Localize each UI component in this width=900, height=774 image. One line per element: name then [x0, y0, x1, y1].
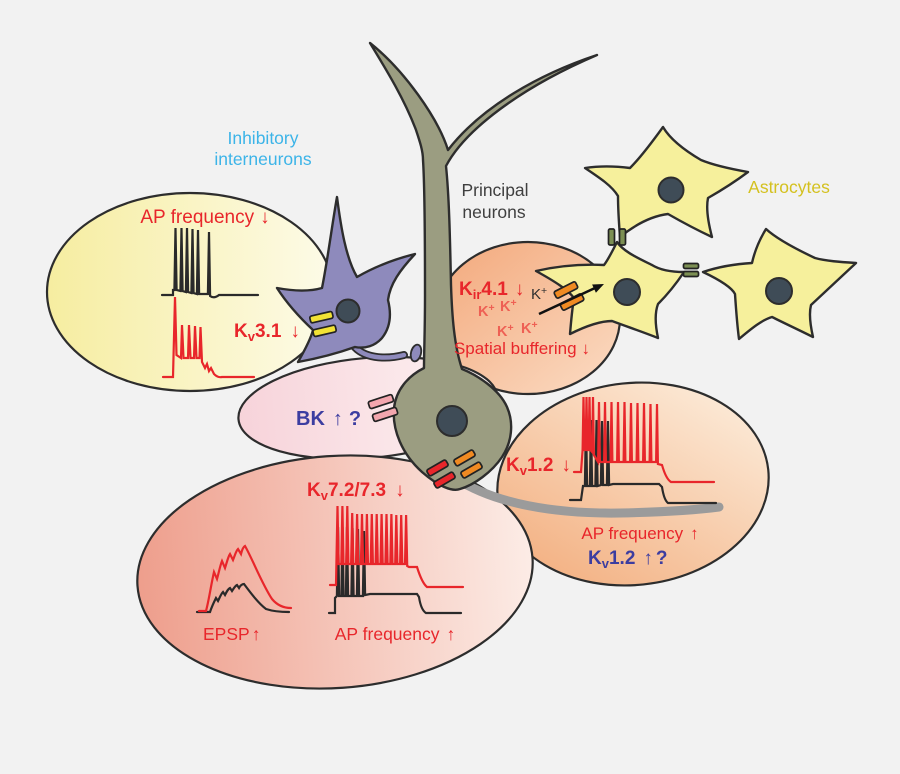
trace-black — [160, 227, 260, 299]
label-ap-frequency-up-soma: AP frequency↑ — [335, 624, 456, 644]
label-ap-frequency-up-axon: AP frequency↑ — [581, 524, 698, 543]
principal-axon — [450, 473, 724, 518]
gap-junction-vertical — [607, 228, 627, 246]
up-arrow-icon: ↑ — [643, 548, 653, 569]
kv31-channel-icon — [308, 310, 338, 338]
label-kir41: Kir4.1↓ — [459, 279, 524, 302]
kv12-channel-icon — [453, 449, 483, 479]
trace-group-axon — [568, 396, 718, 505]
trace-ap-red — [328, 505, 465, 589]
trace-group-soma — [195, 505, 465, 615]
down-arrow-icon: ↓ — [260, 207, 270, 228]
label-k-plus: K+ — [478, 302, 495, 320]
label-kv31: Kv3.1↓ — [234, 321, 300, 344]
down-arrow-icon: ↓ — [561, 455, 571, 476]
label-inhibitory-interneurons-line2: interneurons — [214, 149, 312, 169]
label-spatial-buffering: Spatial buffering↓ — [454, 339, 590, 358]
label-ap-frequency-down: AP frequency↓ — [140, 207, 269, 228]
trace-black — [568, 419, 718, 505]
label-kv12-down: Kv1.2↓ — [506, 455, 571, 478]
gap-junction-horizontal — [682, 262, 700, 278]
astrocyte-middle-nucleus — [613, 278, 641, 306]
label-bk: BK↑? — [296, 408, 361, 430]
label-inhibitory-interneurons-line1: Inhibitory — [227, 128, 298, 148]
principal-neuron-nucleus — [436, 405, 468, 437]
astrocyte-network — [534, 125, 858, 341]
kir41-channel-icon — [553, 281, 585, 311]
label-kv7: Kv7.2/7.3↓ — [307, 480, 405, 503]
astrocyte-top-nucleus — [657, 176, 685, 204]
trace-group-interneuron — [160, 227, 260, 379]
ellipse-kv7-effects — [136, 454, 534, 690]
trace-red — [572, 396, 716, 484]
label-k-plus: K+ — [500, 297, 517, 315]
k-uptake-arrow — [538, 286, 596, 316]
trace-ap-black — [327, 526, 463, 615]
kv7-channel-icon — [426, 459, 456, 489]
trace-epsp-red — [197, 544, 293, 613]
down-arrow-icon: ↓ — [515, 279, 525, 300]
label-k-plus: K+ — [497, 322, 514, 340]
kir41-channel-group — [538, 281, 604, 316]
label-principal-neurons-line1: Principal — [461, 180, 528, 200]
k-plus-cluster: K+ K+ K+ K+ — [478, 297, 538, 340]
up-arrow-icon: ↑ — [252, 624, 261, 644]
label-epsp: EPSP↑ — [203, 624, 260, 644]
down-arrow-icon: ↓ — [290, 321, 300, 342]
astrocyte-right-nucleus — [765, 277, 793, 305]
trace-epsp-black — [195, 582, 291, 614]
astrocyte-middle — [534, 240, 686, 340]
label-k-plus: K+ — [521, 319, 538, 337]
k-uptake-arrowhead — [592, 284, 604, 293]
trace-red — [161, 296, 256, 379]
bk-channel-icon — [367, 393, 399, 423]
label-k-ion: K+ — [531, 285, 547, 303]
synaptic-bouton — [409, 343, 423, 363]
label-astrocytes: Astrocytes — [748, 177, 830, 197]
label-principal-neurons-line2: neurons — [462, 202, 525, 222]
down-arrow-icon: ↓ — [395, 480, 405, 501]
label-kv12-up: Kv1.2↑? — [588, 548, 668, 571]
up-arrow-icon: ↑ — [447, 624, 456, 644]
up-arrow-icon: ↑ — [690, 524, 699, 543]
principal-neuron-body — [368, 41, 599, 491]
up-arrow-icon: ↑ — [333, 408, 343, 430]
interneuron-nucleus — [335, 298, 361, 324]
down-arrow-icon: ↓ — [582, 339, 591, 358]
